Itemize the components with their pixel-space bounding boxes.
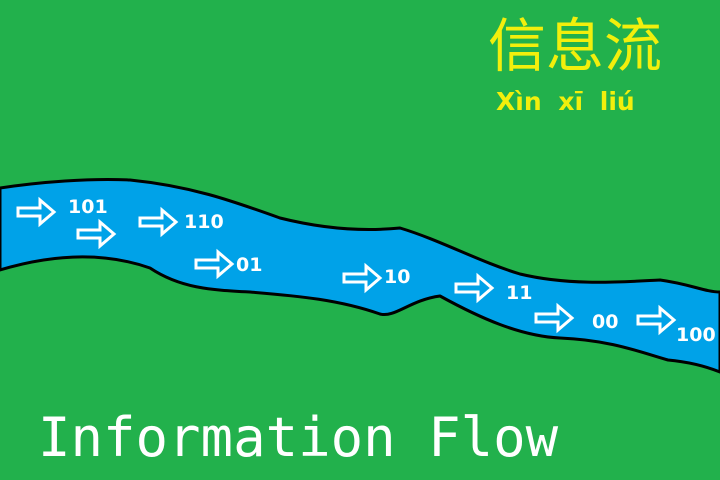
chinese-title: 信息流: [488, 12, 663, 80]
right-arrow-icon: [636, 304, 677, 336]
flow-arrows: [16, 196, 677, 336]
bit-labels: 101 110 01 10 11 00 100: [68, 196, 716, 346]
bit-label: 10: [384, 266, 410, 288]
bit-label: 101: [68, 196, 108, 218]
pinyin-transliteration: Xìn xī liú: [496, 87, 635, 116]
right-arrow-icon: [534, 302, 575, 334]
right-arrow-icon: [138, 206, 179, 238]
english-caption: Information Flow: [38, 406, 559, 469]
right-arrow-icon: [454, 272, 495, 304]
bit-label: 100: [676, 324, 716, 346]
right-arrow-icon: [16, 196, 57, 228]
bit-label: 110: [184, 211, 224, 233]
bit-label: 01: [236, 254, 262, 276]
bit-label: 00: [592, 311, 618, 333]
right-arrow-icon: [342, 262, 383, 294]
right-arrow-icon: [76, 218, 117, 250]
bit-label: 11: [506, 282, 532, 304]
right-arrow-icon: [194, 248, 235, 280]
